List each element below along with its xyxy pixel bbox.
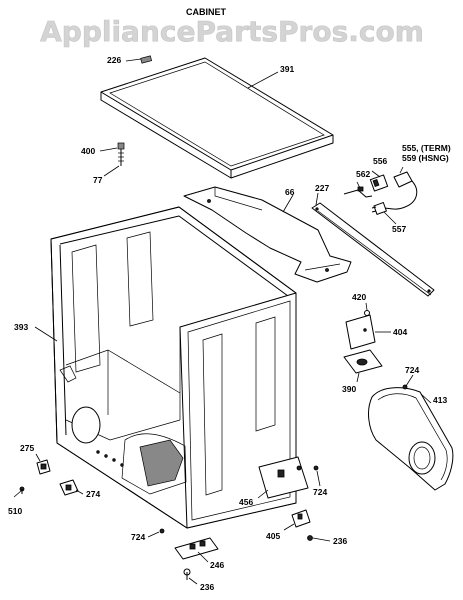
callout-275: 275	[20, 443, 34, 453]
callout-405: 405	[266, 531, 280, 541]
front-bracket-66	[183, 186, 352, 283]
callout-562: 562	[356, 169, 370, 179]
top-panel-391	[100, 57, 334, 179]
motor-plug-274	[59, 479, 79, 496]
callout-456: 456	[239, 497, 253, 507]
callout-393: 393	[14, 322, 28, 332]
callout-227: 227	[315, 183, 329, 193]
plug-557	[371, 202, 387, 215]
callout-274: 274	[86, 489, 100, 499]
callout-77: 77	[93, 175, 103, 185]
cover-plate-404	[345, 314, 376, 350]
callout-236-a: 236	[333, 536, 347, 546]
leader-lines	[13, 58, 432, 585]
callout-724-a: 724	[405, 365, 419, 375]
callout-400: 400	[81, 146, 95, 156]
callout-420: 420	[352, 292, 366, 302]
terminal-block-556	[369, 174, 389, 192]
callout-226: 226	[107, 55, 121, 65]
clip-226	[140, 55, 153, 64]
callout-413: 413	[433, 395, 447, 405]
callout-510: 510	[8, 506, 22, 516]
rear-plate-390	[343, 349, 383, 374]
callout-391: 391	[280, 64, 294, 74]
wire-terminal-562	[343, 186, 373, 198]
support-bar-227	[311, 202, 435, 297]
leveler-246	[174, 537, 219, 560]
screw-420	[364, 310, 370, 316]
callout-236-b: 236	[200, 582, 214, 592]
callout-556: 556	[373, 156, 387, 166]
callout-724-b: 724	[313, 487, 327, 497]
foot-405	[291, 509, 311, 528]
screw-510	[19, 486, 25, 494]
watermark-text: AppliancePartsPros.com	[40, 15, 424, 48]
callout-555: 555, (TERM)	[402, 143, 451, 153]
callout-390: 390	[342, 384, 356, 394]
housing-555-559	[383, 171, 418, 210]
callout-559: 559 (HSNG)	[402, 153, 449, 163]
screw-236-a	[307, 535, 313, 541]
switch-275	[36, 459, 51, 475]
diagram-title: CABINET	[186, 7, 227, 17]
callout-labels: 226 391 400 77 555, (TERM) 559 (HSNG) 55…	[8, 55, 451, 592]
screw-236-b	[183, 568, 191, 580]
bracket-456	[258, 456, 309, 499]
callout-557: 557	[392, 224, 406, 234]
access-panel-413	[368, 387, 454, 491]
cabinet-body-393	[50, 206, 297, 529]
screw-400-77	[117, 142, 125, 166]
callout-246: 246	[210, 560, 224, 570]
screw-724-b	[313, 465, 319, 471]
callout-724-c: 724	[131, 532, 145, 542]
screw-724-c	[159, 528, 165, 534]
callout-66: 66	[285, 187, 295, 197]
callout-404: 404	[393, 327, 407, 337]
